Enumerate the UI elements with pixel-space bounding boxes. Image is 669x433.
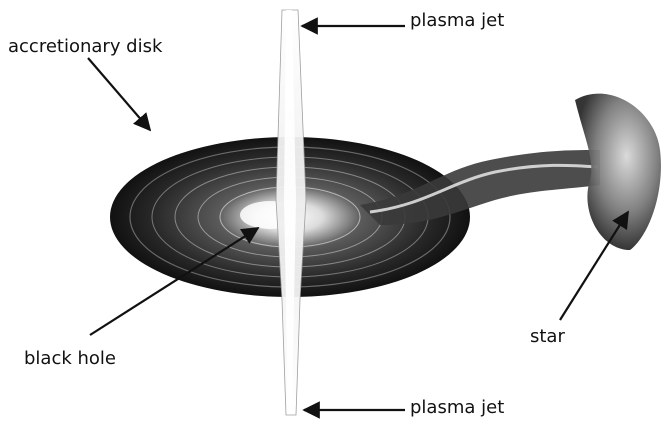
plasma-jet-shape	[276, 10, 306, 415]
label-plasma-jet-top: plasma jet	[410, 12, 504, 30]
label-plasma-jet-bottom: plasma jet	[410, 399, 504, 417]
label-accretionary-disk: accretionary disk	[8, 38, 162, 56]
label-black-hole: black hole	[24, 350, 116, 368]
label-star: star	[530, 328, 565, 346]
arrow-star	[560, 212, 628, 320]
arrow-accretionary-disk	[88, 58, 150, 130]
